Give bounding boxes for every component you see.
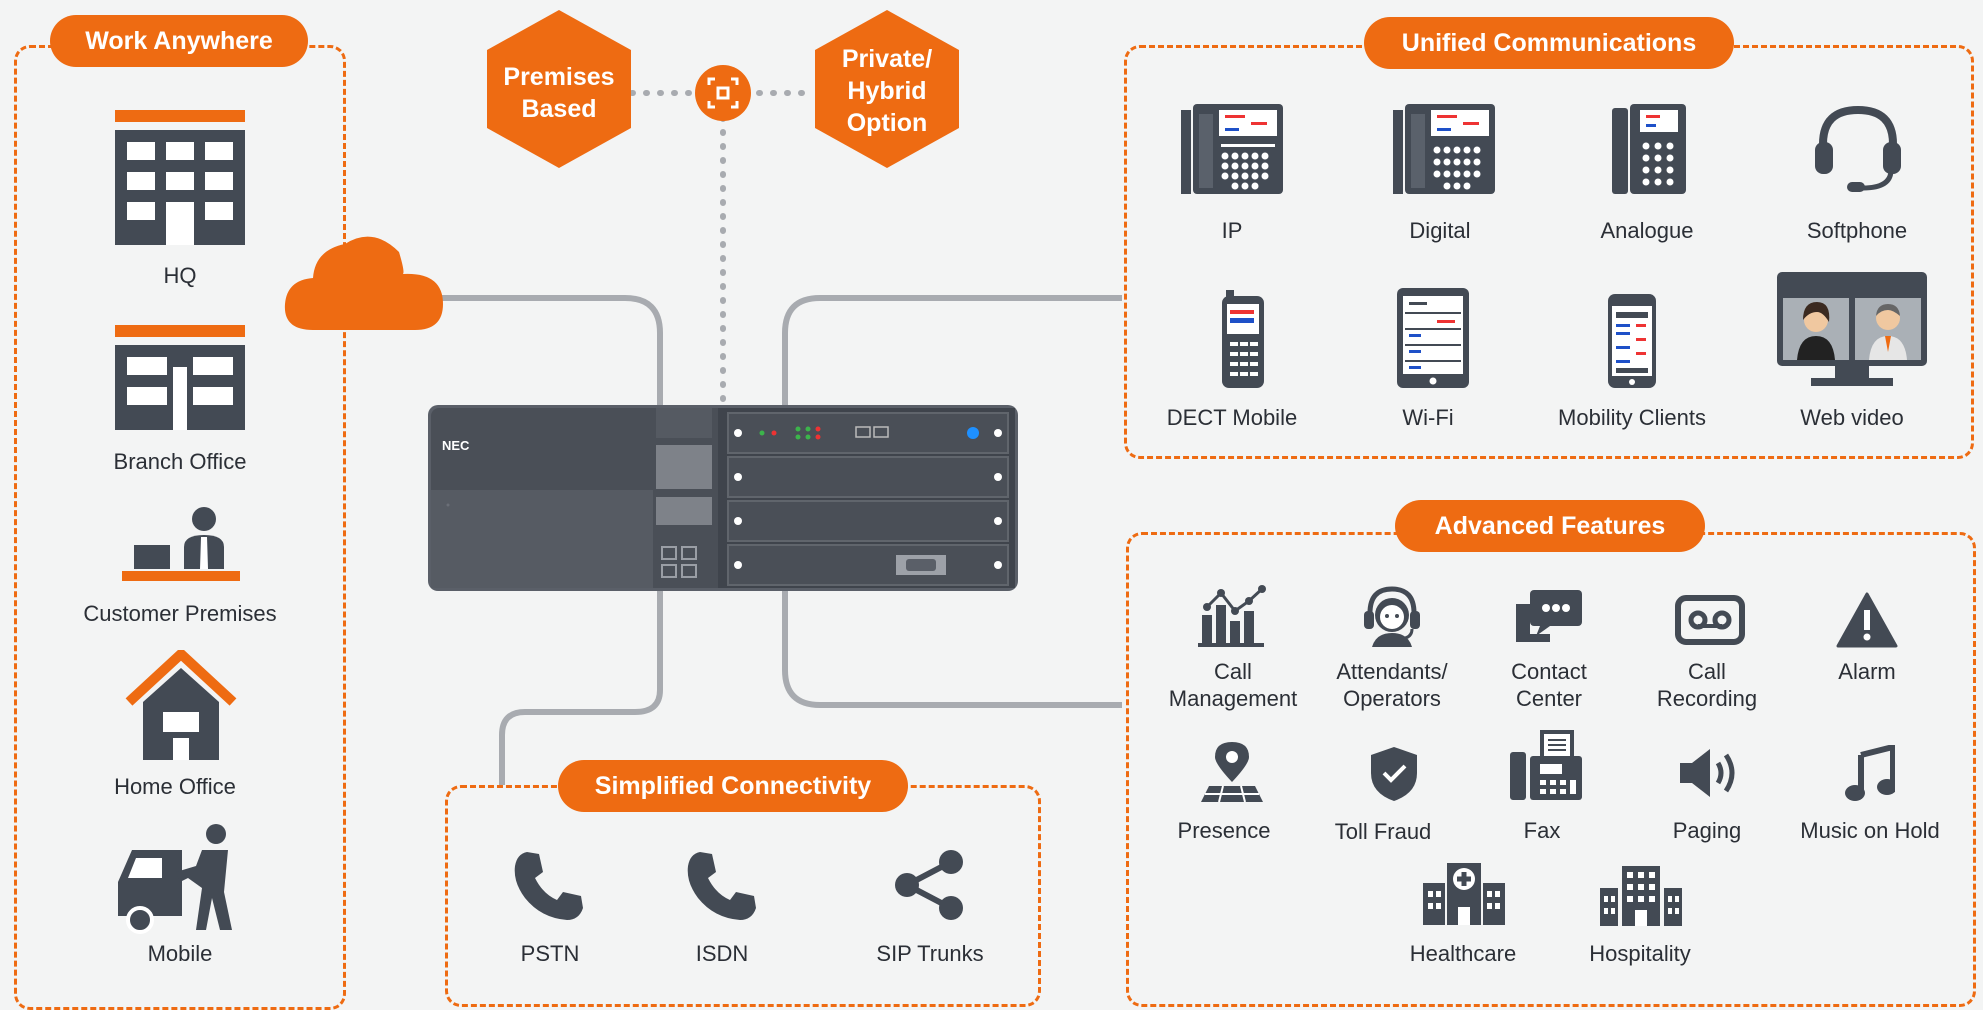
- private-hybrid-hexagon: Private/ Hybrid Option: [815, 10, 959, 168]
- af-item-label: Alarm: [1838, 659, 1896, 684]
- af-item-label: Toll Fraud: [1334, 819, 1432, 844]
- recording-icon: [1675, 595, 1745, 645]
- isdn-phone-icon: [686, 850, 758, 922]
- work-item-label: Customer Premises: [83, 601, 277, 626]
- music-note-icon: [1845, 745, 1895, 803]
- analogue-phone-icon: [1612, 100, 1688, 198]
- operator-icon: [1362, 585, 1422, 647]
- cloud-icon: [283, 228, 445, 330]
- branch-office-icon: [115, 325, 245, 430]
- af-item-label: Operators: [1343, 686, 1441, 711]
- shield-icon: [1369, 745, 1419, 803]
- af-item-label: Paging: [1672, 818, 1742, 843]
- share-icon: [893, 850, 965, 920]
- call-management-icon: [1198, 585, 1268, 647]
- unified-communications-title: Unified Communications: [1364, 17, 1734, 69]
- server-brand-label: NEC: [442, 438, 470, 453]
- pstn-phone-icon: [513, 850, 585, 922]
- video-conference-icon: [1777, 272, 1927, 388]
- af-item-label: Healthcare: [1409, 941, 1517, 966]
- premises-line-2: Based: [521, 95, 596, 123]
- work-item-label: Home Office: [114, 774, 236, 799]
- private-hybrid-line-1: Private/: [842, 45, 932, 73]
- uc-item-label: Wi-Fi: [1402, 405, 1454, 430]
- uc-item-label: IP: [1221, 218, 1243, 243]
- sc-item-label: ISDN: [695, 941, 749, 966]
- mobile-worker-icon: [112, 822, 242, 934]
- uc-item-label: Mobility Clients: [1558, 405, 1706, 430]
- fax-icon: [1510, 730, 1582, 802]
- headset-icon: [1813, 104, 1903, 194]
- af-item-label: Presence: [1177, 818, 1271, 843]
- af-item-label: Call: [1214, 659, 1252, 684]
- work-item-label: HQ: [163, 263, 197, 288]
- af-item-label: Management: [1168, 686, 1298, 711]
- dect-handset-icon: [1222, 290, 1264, 388]
- sc-item-label: PSTN: [520, 941, 580, 966]
- alarm-icon: [1836, 592, 1898, 648]
- af-item-label: Center: [1515, 686, 1583, 711]
- customer-premises-icon: [122, 505, 240, 587]
- premises-based-hexagon: Premises Based: [487, 10, 631, 168]
- hospital-icon: [1423, 863, 1505, 925]
- hotel-icon: [1600, 866, 1682, 926]
- af-item-label: Hospitality: [1589, 941, 1691, 966]
- hq-building-icon: [115, 110, 245, 245]
- af-item-label: Call: [1688, 659, 1726, 684]
- premises-line-1: Premises: [503, 63, 614, 91]
- home-office-icon: [125, 650, 237, 760]
- expand-icon: [695, 65, 751, 121]
- speaker-icon: [1678, 747, 1742, 799]
- uc-item-label: Digital: [1409, 218, 1471, 243]
- af-item-label: Fax: [1523, 818, 1561, 843]
- af-item-label: Music on Hold: [1800, 818, 1940, 843]
- private-hybrid-line-2: Hybrid: [847, 77, 926, 105]
- work-item-label: Mobile: [147, 941, 213, 966]
- nec-server-chassis: NEC: [428, 405, 1018, 591]
- presence-icon: [1199, 740, 1265, 804]
- af-item-label: Recording: [1656, 686, 1758, 711]
- contact-center-icon: [1516, 590, 1582, 646]
- uc-item-label: Softphone: [1806, 218, 1908, 243]
- simplified-connectivity-title: Simplified Connectivity: [558, 760, 908, 812]
- smartphone-icon: [1608, 294, 1656, 388]
- uc-item-label: Web video: [1800, 405, 1904, 430]
- wifi-tablet-icon: [1397, 288, 1469, 388]
- af-item-label: Attendants/: [1336, 659, 1448, 684]
- uc-item-label: Analogue: [1600, 218, 1694, 243]
- af-item-label: Contact: [1511, 659, 1587, 684]
- work-item-label: Branch Office: [113, 449, 247, 474]
- private-hybrid-line-3: Option: [847, 109, 928, 137]
- ip-phone-icon: [1181, 100, 1285, 198]
- advanced-features-title: Advanced Features: [1395, 500, 1705, 552]
- sc-item-label: SIP Trunks: [876, 941, 984, 966]
- digital-phone-icon: [1393, 100, 1497, 198]
- work-anywhere-title: Work Anywhere: [50, 15, 308, 67]
- uc-item-label: DECT Mobile: [1166, 405, 1298, 430]
